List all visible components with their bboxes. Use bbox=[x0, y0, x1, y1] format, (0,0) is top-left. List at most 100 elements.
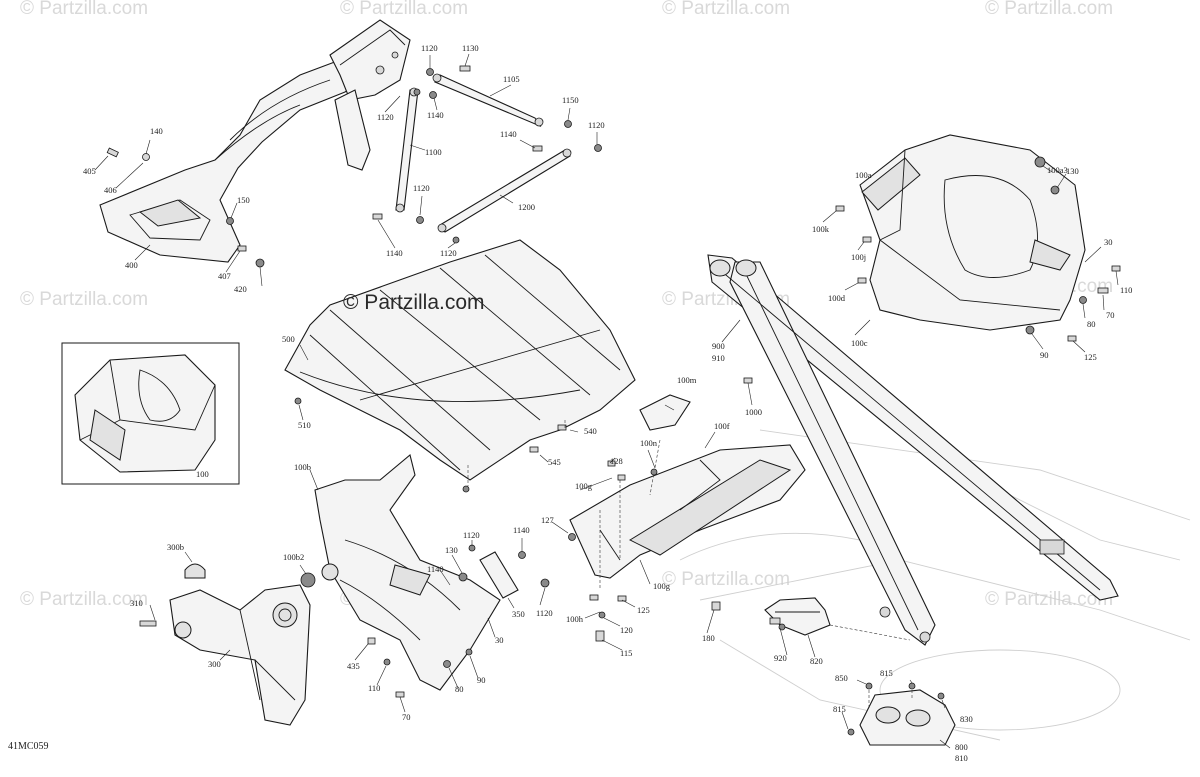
front-frame-100a bbox=[822, 134, 1121, 353]
callout-90: 90 bbox=[477, 675, 486, 685]
callout-115: 115 bbox=[620, 648, 632, 658]
callout-1120: 1120 bbox=[413, 183, 430, 193]
callout-300b: 300b bbox=[167, 542, 184, 552]
callout-100j: 100j bbox=[851, 252, 866, 262]
watermark: © Partzilla.com bbox=[20, 0, 148, 19]
watermark: © Partzilla.com bbox=[985, 589, 1113, 610]
callout-100g: 100g bbox=[575, 481, 593, 491]
watermark: © Partzilla.com bbox=[20, 289, 148, 310]
callout-540: 540 bbox=[584, 426, 597, 436]
callout-100c: 100c bbox=[851, 338, 868, 348]
rear-bracket-100b bbox=[299, 454, 550, 713]
callout-130: 130 bbox=[1066, 166, 1079, 176]
callout-400: 400 bbox=[125, 260, 138, 270]
callout-128: 128 bbox=[610, 456, 623, 466]
callout-1140: 1140 bbox=[427, 564, 444, 574]
callout-100n: 100n bbox=[640, 438, 658, 448]
watermark: © Partzilla.com bbox=[662, 0, 790, 19]
callout-125: 125 bbox=[637, 605, 650, 615]
callout-30: 30 bbox=[495, 635, 504, 645]
callout-406: 406 bbox=[104, 185, 117, 195]
callout-900: 900 bbox=[712, 341, 725, 351]
callout-820: 820 bbox=[810, 656, 823, 666]
callout-1100: 1100 bbox=[425, 147, 442, 157]
callout-435: 435 bbox=[347, 661, 360, 671]
watermark: © Partzilla.com bbox=[985, 0, 1113, 19]
callout-100a3: 100a3 bbox=[1047, 165, 1068, 175]
callout-800: 800 bbox=[955, 742, 968, 752]
callout-100h: 100h bbox=[566, 614, 584, 624]
callout-110: 110 bbox=[368, 683, 380, 693]
callout-407: 407 bbox=[218, 271, 231, 281]
callout-510: 510 bbox=[298, 420, 311, 430]
callout-100k: 100k bbox=[812, 224, 830, 234]
callout-80: 80 bbox=[455, 684, 464, 694]
callout-545: 545 bbox=[548, 457, 561, 467]
callout-127: 127 bbox=[541, 515, 554, 525]
callout-405: 405 bbox=[83, 166, 96, 176]
callout-350: 350 bbox=[512, 609, 525, 619]
inset-frame-100 bbox=[61, 342, 240, 485]
callout-1120: 1120 bbox=[463, 530, 480, 540]
callout-90: 90 bbox=[1040, 350, 1049, 360]
callout-80: 80 bbox=[1087, 319, 1096, 329]
skid-plate-500 bbox=[284, 239, 636, 493]
mount-bracket-800 bbox=[764, 597, 956, 749]
callout-30: 30 bbox=[1104, 237, 1113, 247]
callout-1200: 1200 bbox=[518, 202, 535, 212]
callout-830: 830 bbox=[960, 714, 973, 724]
callout-110: 110 bbox=[1120, 285, 1132, 295]
callout-1130: 1130 bbox=[462, 43, 479, 53]
bracket-300 bbox=[139, 551, 311, 726]
callout-120: 120 bbox=[620, 625, 633, 635]
callout-1140: 1140 bbox=[513, 525, 530, 535]
callout-1150: 1150 bbox=[562, 95, 579, 105]
partzilla-watermark: © Partzilla.com bbox=[343, 291, 485, 314]
callout-1120: 1120 bbox=[421, 43, 438, 53]
callout-100a: 100a bbox=[855, 170, 872, 180]
callout-300: 300 bbox=[208, 659, 221, 669]
callout-140: 140 bbox=[150, 126, 163, 136]
callout-100: 100 bbox=[196, 469, 209, 479]
callout-1120: 1120 bbox=[377, 112, 394, 122]
callout-130: 130 bbox=[445, 545, 458, 555]
drawing-code: 41MC059 bbox=[8, 741, 49, 752]
watermark: © Partzilla.com bbox=[662, 569, 790, 590]
callout-910: 910 bbox=[712, 353, 725, 363]
callout-180: 180 bbox=[702, 633, 715, 643]
callout-1140: 1140 bbox=[427, 110, 444, 120]
watermark: © Partzilla.com bbox=[340, 0, 468, 19]
callout-1120: 1120 bbox=[588, 120, 605, 130]
callout-850: 850 bbox=[835, 673, 848, 683]
link-rods bbox=[372, 53, 602, 249]
callout-100m: 100m bbox=[677, 375, 697, 385]
watermark: © Partzilla.com bbox=[20, 589, 148, 610]
callout-310: 310 bbox=[130, 598, 143, 608]
callout-500: 500 bbox=[282, 334, 295, 344]
callout-125: 125 bbox=[1084, 352, 1097, 362]
callout-920: 920 bbox=[774, 653, 787, 663]
callout-1120: 1120 bbox=[536, 608, 553, 618]
callout-70: 70 bbox=[1106, 310, 1115, 320]
frame-part-400 bbox=[94, 19, 411, 287]
callout-150: 150 bbox=[237, 195, 250, 205]
callout-100b: 100b bbox=[294, 462, 311, 472]
callout-815: 815 bbox=[833, 704, 846, 714]
callout-1000: 1000 bbox=[745, 407, 762, 417]
callout-1120: 1120 bbox=[440, 248, 457, 258]
callout-70: 70 bbox=[402, 712, 411, 722]
callout-100d: 100d bbox=[828, 293, 846, 303]
floor-plate-100f bbox=[551, 394, 806, 651]
side-beam-900 bbox=[707, 254, 1119, 646]
callout-1105: 1105 bbox=[503, 74, 520, 84]
callout-1140: 1140 bbox=[386, 248, 403, 258]
callout-100g: 100g bbox=[653, 581, 671, 591]
callout-815: 815 bbox=[880, 668, 893, 678]
callout-labels: 400 405 406 140 150 407 420 1120 1130 11… bbox=[83, 43, 1132, 763]
callout-1140: 1140 bbox=[500, 129, 517, 139]
callout-420: 420 bbox=[234, 284, 247, 294]
callout-100b2: 100b2 bbox=[283, 552, 304, 562]
callout-100f: 100f bbox=[714, 421, 730, 431]
callout-810: 810 bbox=[955, 753, 968, 763]
